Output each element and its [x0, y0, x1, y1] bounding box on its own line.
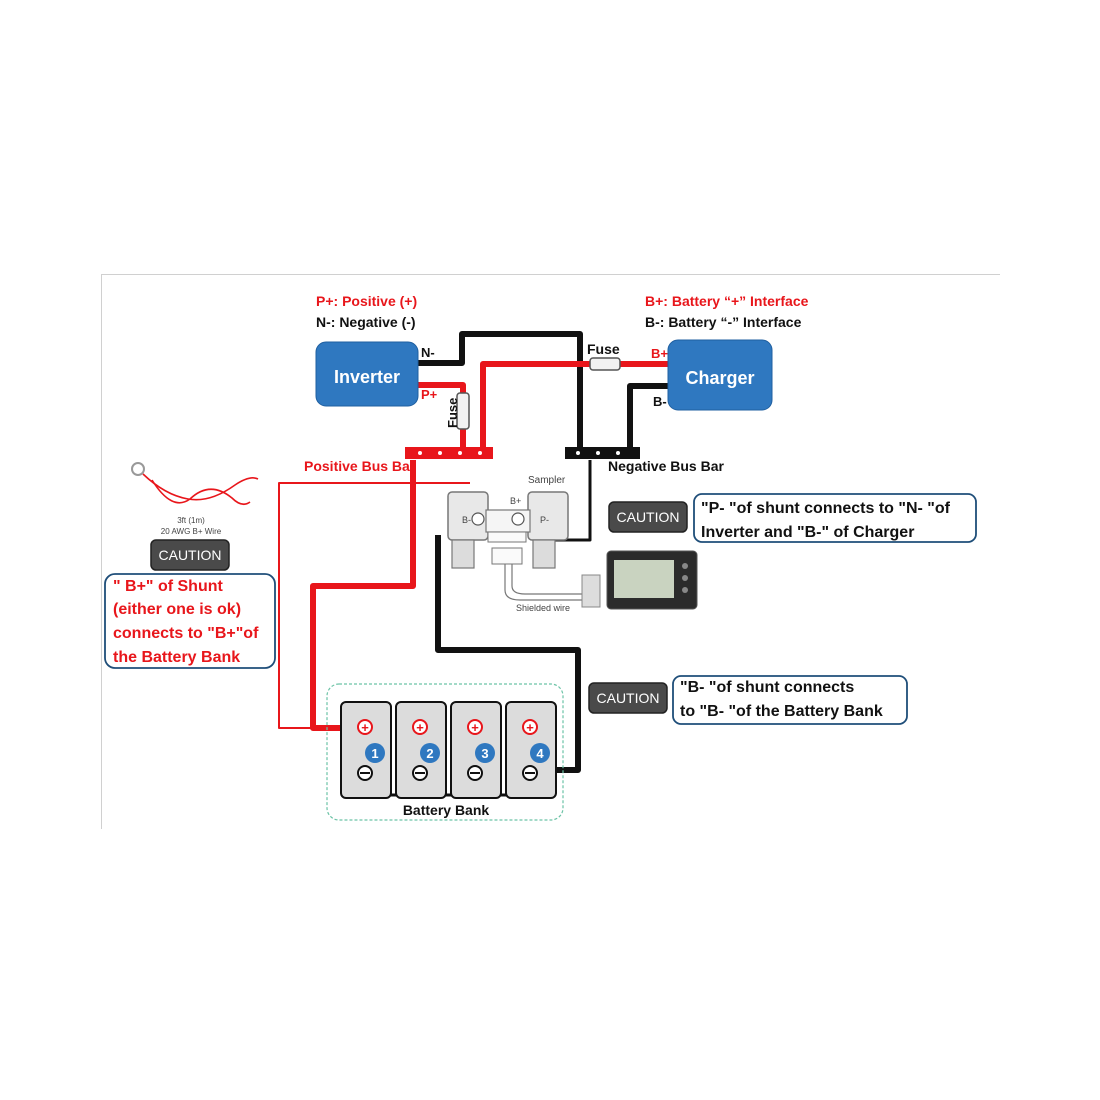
charger-b-minus-label: B- [653, 394, 667, 409]
shunt [447, 491, 585, 601]
svg-text:to "B- "of the Battery Bank: to "B- "of the Battery Bank [680, 703, 883, 720]
shunt-p-minus-label: P- [540, 515, 549, 525]
svg-text:CAUTION: CAUTION [159, 547, 222, 563]
wire-note-gauge: 20 AWG B+ Wire [161, 527, 222, 536]
battery-positive-wire [310, 460, 416, 731]
bus-bar-screws [418, 451, 620, 455]
positive-bus-bar-label: Positive Bus Bar [304, 458, 416, 474]
charger-box: Charger [667, 339, 773, 411]
svg-text:" B+" of Shunt: " B+" of Shunt [113, 578, 224, 595]
inverter-n-wire [418, 331, 583, 453]
positive-bus-bar [405, 447, 493, 459]
legend-negative: N-: Negative (-) [316, 314, 416, 330]
negative-bus-bar-label: Negative Bus Bar [608, 458, 724, 474]
diagram-frame [101, 274, 1000, 829]
legend-battery-plus: B+: Battery “+” Interface [645, 293, 809, 309]
shunt-b-minus-label: B- [462, 515, 471, 525]
caution-note-top-right: "P- "of shunt connects to "N- "of Invert… [693, 493, 977, 543]
svg-text:+: + [416, 720, 424, 735]
battery-bank-label: Battery Bank [403, 802, 490, 818]
inverter-n-label: N- [421, 345, 435, 360]
fuse-top-label: Fuse [587, 341, 620, 357]
charger-b-plus-wire [480, 361, 668, 453]
inverter-p-wire [418, 382, 466, 453]
battery-negative-wire [435, 535, 581, 773]
svg-text:+: + [361, 720, 369, 735]
shunt-b-plus-wire [278, 482, 470, 729]
battery-cell-3: + 3 [450, 701, 502, 799]
battery-cell-4: + 4 [505, 701, 557, 799]
battery-cell-2: + 2 [395, 701, 447, 799]
svg-text:(either one is ok): (either one is ok) [113, 601, 241, 618]
shielded-wire-label: Shielded wire [516, 603, 570, 613]
svg-text:"B- "of shunt connects: "B- "of shunt connects [680, 679, 854, 696]
svg-text:+: + [526, 720, 534, 735]
battery-cell-1: + 1 [340, 701, 392, 799]
battery-cell-number: 3 [481, 746, 488, 761]
inverter-box: Inverter [315, 341, 419, 407]
caution-badge-bottom-right: CAUTION [588, 682, 668, 714]
shunt-b-plus-label: B+ [510, 496, 521, 506]
caution-note-bottom-right: "B- "of shunt connects to "B- "of the Ba… [672, 675, 908, 725]
battery-bank-enclosure [326, 683, 564, 821]
inverter-label: Inverter [334, 367, 400, 387]
negative-bus-bar [565, 447, 640, 459]
b-plus-wire-accessory [131, 462, 259, 506]
svg-text:Inverter and "B-" of Charger: Inverter and "B-" of Charger [701, 524, 914, 541]
svg-text:+: + [471, 720, 479, 735]
caution-note-left: " B+" of Shunt (either one is ok) connec… [104, 573, 276, 669]
shunt-sampler-label: Sampler [528, 475, 566, 486]
caution-badge-left: CAUTION [150, 539, 230, 571]
charger-b-plus-label: B+ [651, 346, 668, 361]
battery-cell-number: 4 [536, 746, 544, 761]
svg-text:connects to "B+"of: connects to "B+"of [113, 625, 259, 642]
charger-label: Charger [685, 368, 754, 388]
battery-cell-number: 2 [426, 746, 433, 761]
battery-cell-number: 1 [371, 746, 378, 761]
monitor-display [581, 550, 698, 610]
fuse-vertical-body [456, 392, 470, 430]
wire-note-length: 3ft (1m) [177, 516, 205, 525]
fuse-vertical-label: Fuse [445, 398, 460, 428]
svg-text:"P- "of shunt connects to "N-: "P- "of shunt connects to "N- "of [701, 500, 951, 517]
fuse-top-body [589, 357, 621, 371]
inverter-p-label: P+ [421, 387, 438, 402]
svg-text:the Battery Bank: the Battery Bank [113, 649, 240, 666]
caution-badge-top-right: CAUTION [608, 501, 688, 533]
svg-text:CAUTION: CAUTION [597, 690, 660, 706]
charger-b-minus-wire [627, 383, 668, 453]
svg-text:CAUTION: CAUTION [617, 509, 680, 525]
legend-battery-minus: B-: Battery “-” Interface [645, 314, 802, 330]
legend-positive: P+: Positive (+) [316, 293, 417, 309]
shunt-p-minus-wire [555, 460, 592, 542]
